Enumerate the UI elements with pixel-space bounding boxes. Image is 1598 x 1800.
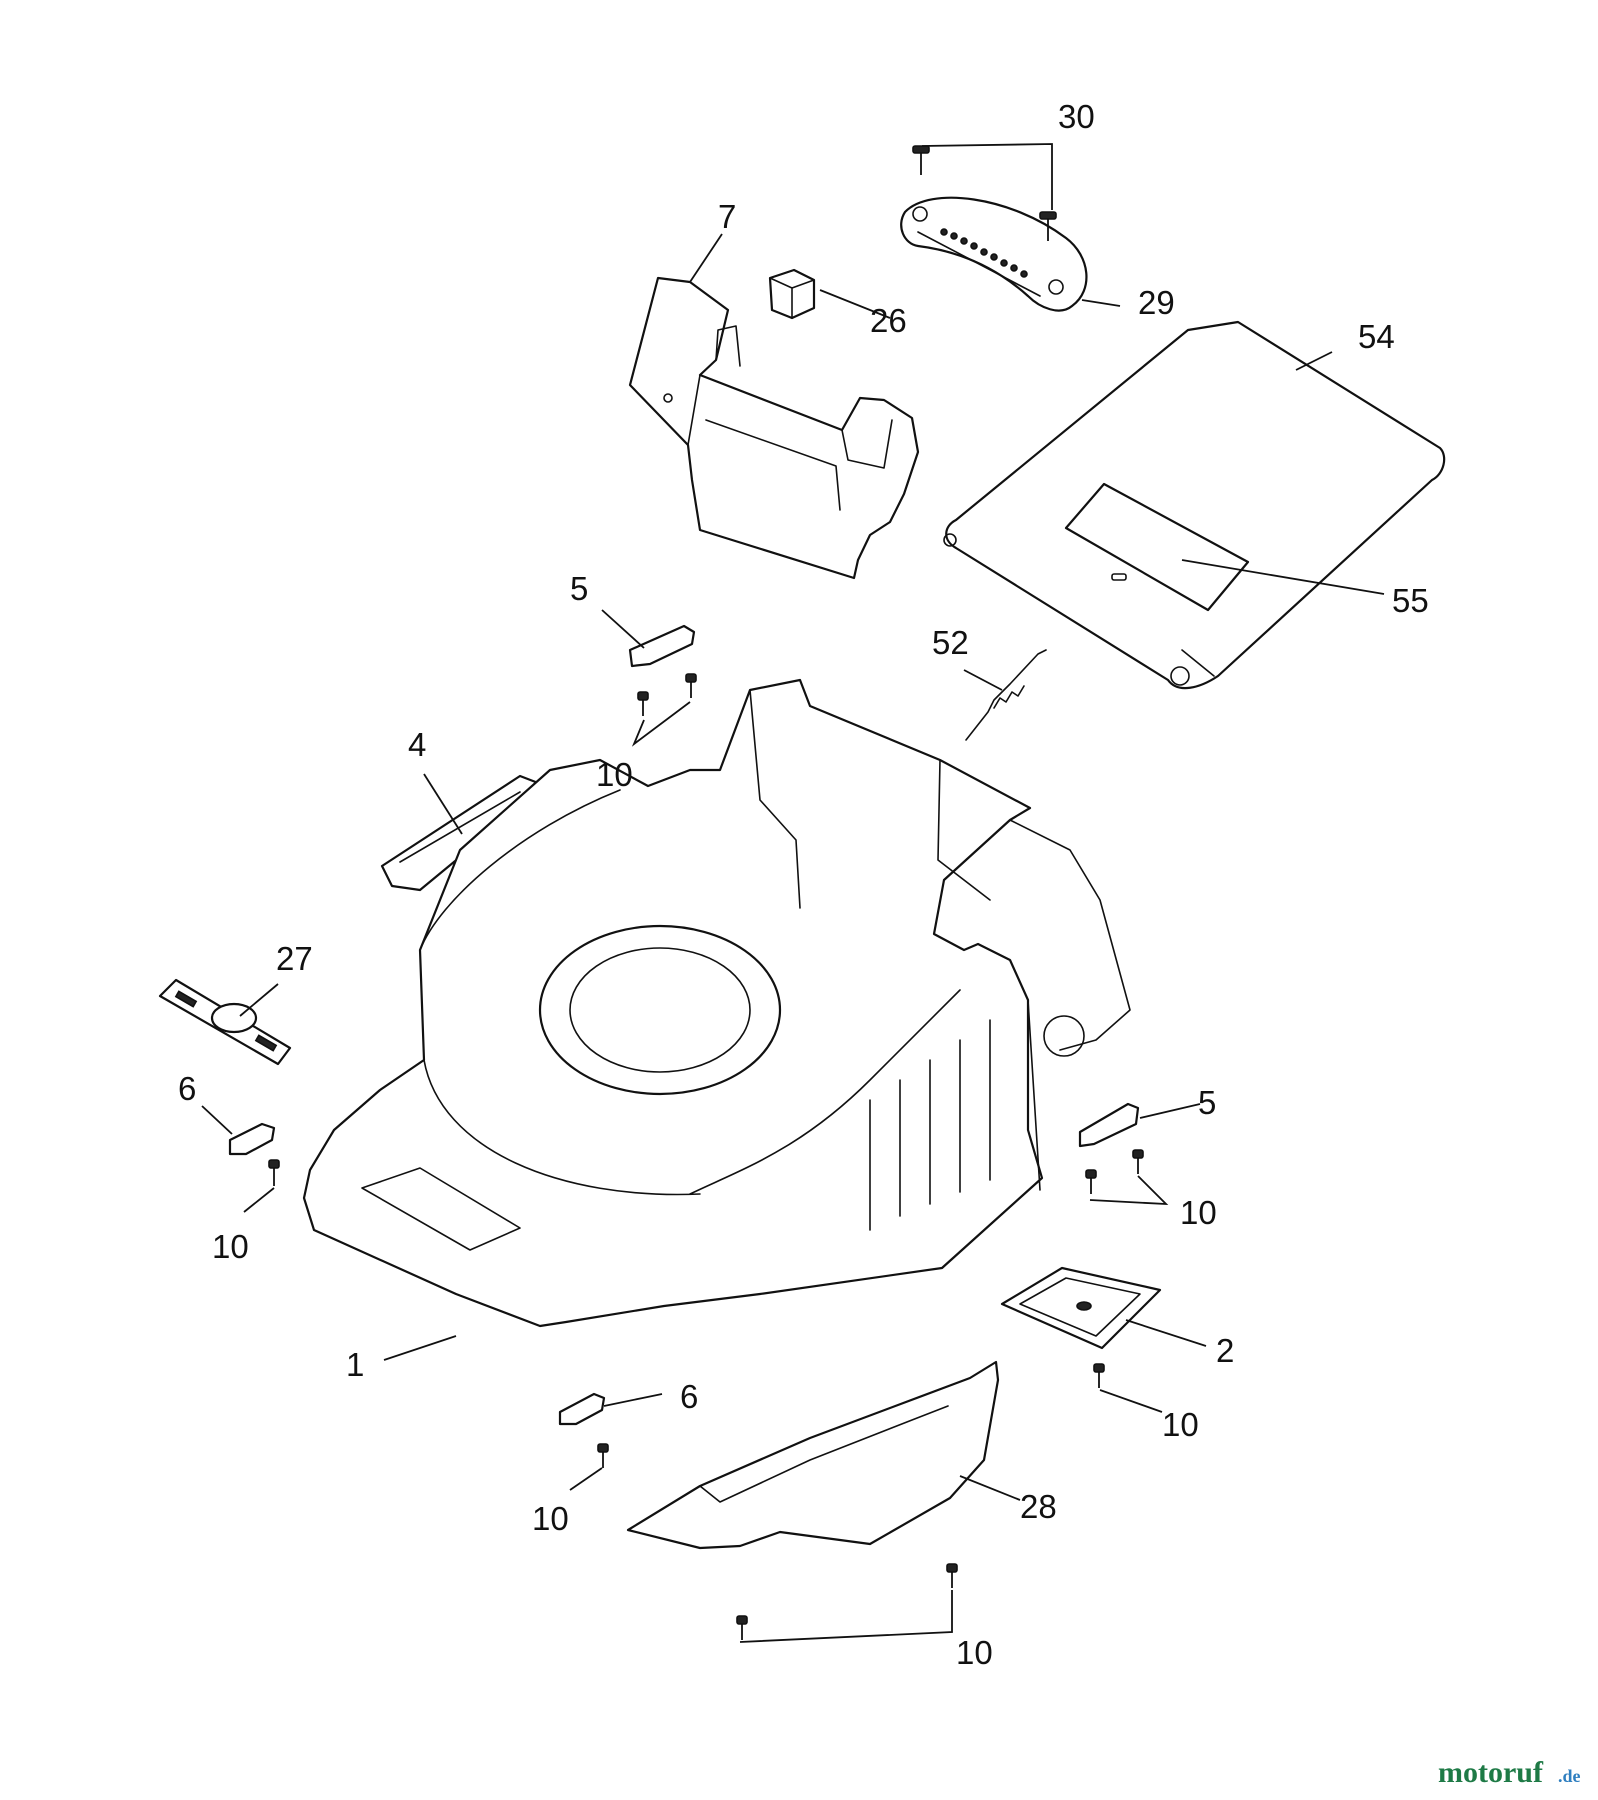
callout-10-mid-left: 10 — [532, 1500, 569, 1537]
callout-1: 1 — [346, 1346, 364, 1383]
leader-lines — [201, 143, 1385, 1643]
callout-27: 27 — [276, 940, 313, 977]
callout-10-left: 10 — [212, 1228, 249, 1265]
part-5-clip-upper — [628, 624, 696, 668]
part-5-clip-right — [1078, 1102, 1140, 1148]
callout-7: 7 — [718, 198, 736, 235]
callout-26: 26 — [870, 302, 907, 339]
watermark-suffix: .de — [1558, 1766, 1581, 1786]
part-28-flap — [626, 1360, 1000, 1550]
part-55-label — [1064, 482, 1250, 612]
callout-6-left: 6 — [178, 1070, 196, 1107]
callout-52: 52 — [932, 624, 969, 661]
callout-10-mid-right: 10 — [1162, 1406, 1199, 1443]
callout-55: 55 — [1392, 582, 1429, 619]
watermark-brand: motoruf — [1438, 1756, 1544, 1789]
part-6-clip-lower — [558, 1392, 606, 1426]
part-27-badge — [158, 978, 292, 1066]
callout-6-lower: 6 — [680, 1378, 698, 1415]
part-52-spring — [965, 649, 1047, 741]
callout-10-bottom: 10 — [956, 1634, 993, 1671]
callout-29: 29 — [1138, 284, 1175, 321]
part-10-screws — [268, 673, 1144, 1640]
callout-10-upper: 10 — [596, 756, 633, 793]
callout-54: 54 — [1358, 318, 1395, 355]
callout-4: 4 — [408, 726, 426, 763]
part-29-handle-grip — [900, 196, 1088, 312]
part-54-lid — [943, 320, 1446, 690]
part-26-cap — [768, 268, 816, 320]
callout-30: 30 — [1058, 98, 1095, 135]
part-1-deck — [302, 678, 1131, 1328]
part-2-insert — [1000, 1266, 1162, 1350]
callout-28: 28 — [1020, 1488, 1057, 1525]
callout-2: 2 — [1216, 1332, 1234, 1369]
callout-5-upper: 5 — [570, 570, 588, 607]
part-7-rear-bracket — [628, 276, 920, 580]
part-6-clip-left — [228, 1122, 276, 1156]
part-30-screws — [912, 145, 1057, 241]
watermark: motoruf .de — [1438, 1756, 1581, 1789]
callout-5-right: 5 — [1198, 1084, 1216, 1121]
callout-10-right: 10 — [1180, 1194, 1217, 1231]
callout-labels: 30 7 26 29 54 55 5 52 4 10 27 6 5 10 10 … — [178, 98, 1429, 1671]
